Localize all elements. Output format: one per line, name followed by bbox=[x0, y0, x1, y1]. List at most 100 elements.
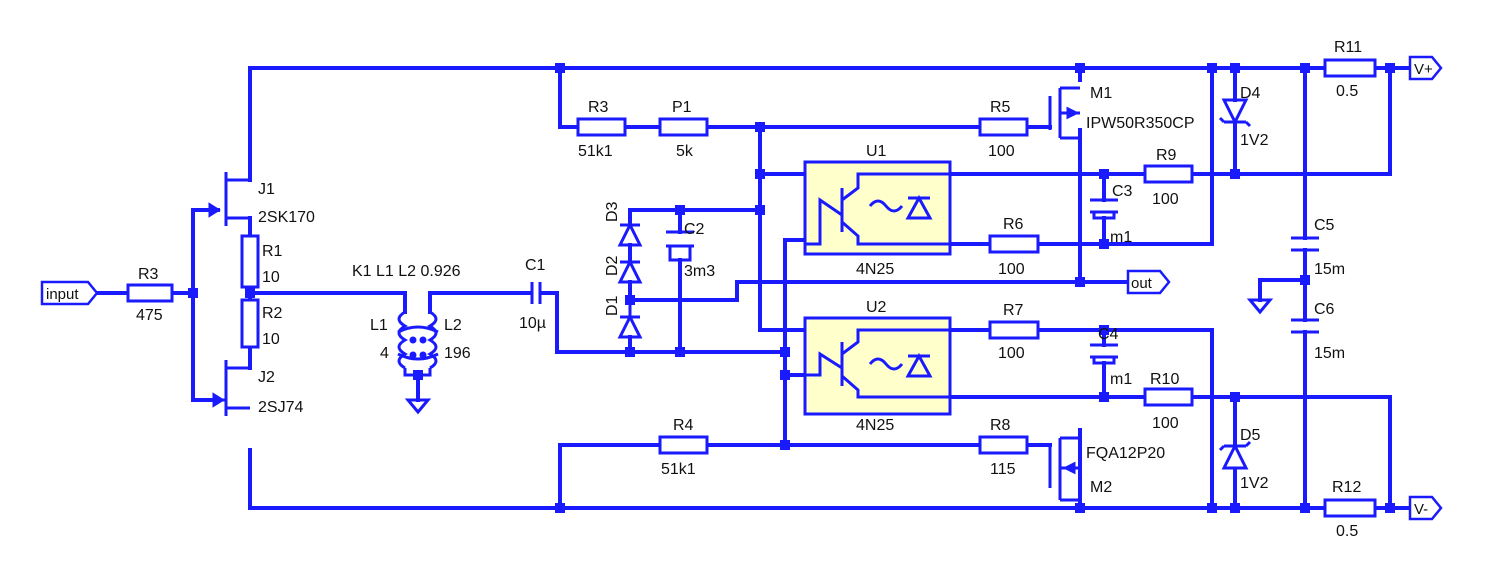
label-r2: R2 bbox=[262, 305, 283, 322]
zener-diode-d4 bbox=[1218, 98, 1252, 128]
value-d5: 1V2 bbox=[1240, 475, 1269, 492]
label-r3: R3 bbox=[588, 99, 609, 116]
label-r4: R4 bbox=[673, 417, 694, 434]
capacitor-c1 bbox=[530, 282, 542, 304]
value-r2: 10 bbox=[262, 331, 280, 348]
mosfet-m2 bbox=[1048, 436, 1082, 502]
label-r8: R8 bbox=[990, 417, 1011, 434]
value-c6: 15m bbox=[1314, 345, 1345, 362]
value-r10: 100 bbox=[1152, 415, 1179, 432]
label-d2: D2 bbox=[604, 255, 621, 276]
value-u2: 4N25 bbox=[856, 417, 894, 434]
label-r12: R12 bbox=[1332, 479, 1361, 496]
value-m2: FQA12P20 bbox=[1086, 445, 1165, 462]
resistor-r1 bbox=[240, 234, 260, 289]
value-c1: 10µ bbox=[519, 315, 546, 332]
value-c4: m1 bbox=[1110, 371, 1132, 388]
label-d5: D5 bbox=[1240, 427, 1261, 444]
value-u1: 4N25 bbox=[856, 261, 894, 278]
label-d1: D1 bbox=[604, 295, 621, 316]
capacitor-c2 bbox=[666, 230, 694, 262]
value-r4: 51k1 bbox=[661, 461, 696, 478]
label-d4: D4 bbox=[1240, 85, 1261, 102]
label-d3: D3 bbox=[604, 201, 621, 222]
label-u1: U1 bbox=[866, 143, 887, 160]
optocoupler-u2 bbox=[803, 316, 952, 416]
svg-text:V-: V- bbox=[1414, 501, 1428, 518]
resistor-r6 bbox=[988, 234, 1040, 254]
resistor-r11 bbox=[1323, 58, 1377, 78]
label-u2: U2 bbox=[866, 299, 887, 316]
label-c6: C6 bbox=[1314, 301, 1335, 318]
label-r6: R6 bbox=[1003, 216, 1024, 233]
capacitor-c3 bbox=[1090, 198, 1118, 220]
value-r5: 100 bbox=[988, 143, 1015, 160]
value-r8: 115 bbox=[990, 461, 1016, 478]
optocoupler-u1 bbox=[803, 160, 952, 256]
resistor-r7 bbox=[988, 320, 1040, 340]
label-r3-input: R3 bbox=[138, 266, 159, 283]
label-r10: R10 bbox=[1150, 371, 1179, 388]
label-p1: P1 bbox=[672, 99, 692, 116]
label-c5: C5 bbox=[1314, 217, 1335, 234]
label-c4: C4 bbox=[1098, 326, 1119, 343]
value-j2: 2SJ74 bbox=[258, 399, 303, 416]
input-port: input bbox=[40, 280, 99, 306]
mosfet-m1 bbox=[1048, 86, 1080, 140]
junction-dots bbox=[188, 63, 1395, 513]
label-k1: K1 L1 L2 0.926 bbox=[352, 263, 461, 280]
label-j2: J2 bbox=[258, 369, 275, 386]
vminus-port: V- bbox=[1408, 495, 1443, 521]
diode-d1 bbox=[617, 300, 643, 339]
jfet-j1 bbox=[208, 172, 250, 226]
label-r7: R7 bbox=[1003, 302, 1024, 319]
ground-symbol-right bbox=[1246, 298, 1274, 315]
value-r1: 10 bbox=[262, 269, 280, 286]
wires bbox=[95, 66, 1412, 510]
resistor-r8 bbox=[978, 435, 1029, 455]
potentiometer-p1 bbox=[658, 117, 709, 137]
resistor-r3 bbox=[576, 117, 627, 137]
value-r3-input: 475 bbox=[136, 307, 163, 324]
label-c2: C2 bbox=[684, 221, 705, 238]
label-r5: R5 bbox=[990, 99, 1011, 116]
value-p1: 5k bbox=[676, 143, 694, 160]
label-c3: C3 bbox=[1112, 183, 1133, 200]
ground-symbol-left bbox=[404, 398, 432, 415]
capacitor-c6 bbox=[1291, 318, 1319, 334]
resistor-r4 bbox=[658, 435, 709, 455]
diode-d3 bbox=[617, 221, 643, 247]
value-r3: 51k1 bbox=[578, 143, 613, 160]
diode-d2 bbox=[617, 258, 643, 284]
label-j1: J1 bbox=[258, 181, 275, 198]
zener-diode-d5 bbox=[1218, 440, 1252, 470]
component-labels: R3 475 J1 2SK170 R1 10 R2 10 J2 2SJ74 K1… bbox=[136, 39, 1362, 540]
svg-text:V+: V+ bbox=[1414, 61, 1433, 78]
transformer-l1-l2 bbox=[397, 310, 439, 377]
value-c3: m1 bbox=[1110, 229, 1132, 246]
out-port: out bbox=[1126, 269, 1171, 295]
vplus-port: V+ bbox=[1408, 55, 1443, 81]
label-m1: M1 bbox=[1090, 85, 1112, 102]
resistor-r12 bbox=[1323, 498, 1377, 518]
value-r12: 0.5 bbox=[1336, 523, 1358, 540]
value-r6: 100 bbox=[998, 261, 1025, 278]
value-r9: 100 bbox=[1152, 191, 1179, 208]
value-c5: 15m bbox=[1314, 261, 1345, 278]
resistor-r2 bbox=[240, 298, 260, 349]
value-m1: IPW50R350CP bbox=[1086, 115, 1195, 132]
value-l1: 4 bbox=[380, 345, 389, 362]
value-r7: 100 bbox=[998, 345, 1025, 362]
value-d4: 1V2 bbox=[1240, 132, 1269, 149]
label-l2: L2 bbox=[444, 317, 462, 334]
label-r11: R11 bbox=[1334, 39, 1362, 56]
label-m2: M2 bbox=[1090, 479, 1112, 496]
label-c1: C1 bbox=[525, 257, 546, 274]
label-r9: R9 bbox=[1156, 147, 1177, 164]
value-j1: 2SK170 bbox=[258, 209, 315, 226]
value-c2: 3m3 bbox=[684, 263, 715, 280]
jfet-j2 bbox=[193, 360, 250, 416]
value-r11: 0.5 bbox=[1336, 83, 1358, 100]
svg-text:input: input bbox=[46, 286, 79, 303]
